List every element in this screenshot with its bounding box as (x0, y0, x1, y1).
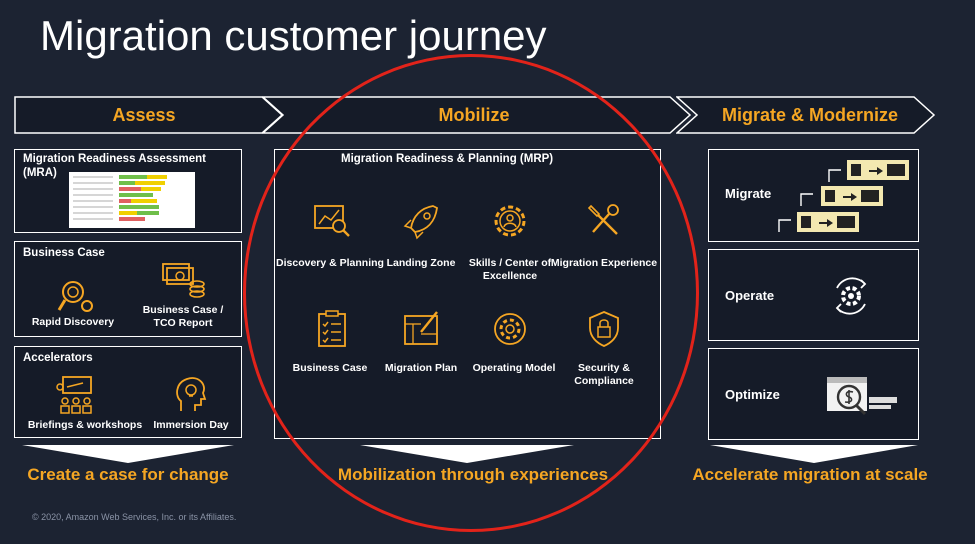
gear-person-icon (494, 205, 526, 237)
rapid-discovery-label: Rapid Discovery (31, 316, 115, 328)
optimize-stage-label: Optimize (725, 387, 780, 402)
migrate-stage-label: Migrate (725, 186, 772, 201)
rocket-icon (403, 205, 438, 240)
page-title: Migration customer journey (40, 12, 547, 59)
operate-stage-label: Operate (725, 288, 775, 303)
phase-mobilize: Mobilize (262, 96, 694, 134)
copyright-notice: © 2020, Amazon Web Services, Inc. or its… (32, 512, 237, 522)
tools-icon (587, 204, 619, 235)
cycle-gear-icon (494, 313, 526, 345)
mrp-item-skills-coe: Skills / Center of Excellence (468, 257, 552, 282)
refresh-gear-icon (835, 277, 867, 315)
optimize-stage-box: Optimize (708, 348, 919, 440)
mrp-item-business-case: Business Case (292, 362, 368, 374)
mrp-item-migration-plan: Migration Plan (384, 362, 458, 374)
phase-assess: Assess (14, 96, 284, 134)
analysis-chart-icon (314, 205, 350, 237)
magnifier-gear-icon (57, 281, 93, 312)
shield-lock-icon (589, 311, 619, 347)
migrate-down-arrow (710, 445, 918, 463)
accelerators-box: Accelerators Briefings & workshops Immer… (14, 346, 242, 438)
cost-optimize-icon (827, 377, 897, 416)
operate-stage-box: Operate (708, 249, 919, 341)
migrate-stage-box: Migrate (708, 149, 919, 242)
mrp-item-discovery-planning: Discovery & Planning (276, 257, 384, 269)
phase-migrate-modernize: Migrate & Modernize (676, 96, 938, 134)
money-coins-icon (162, 263, 205, 298)
business-case-tco-label: Business Case / TCO Report (142, 304, 224, 329)
mrp-title: Migration Readiness & Planning (MRP) (341, 153, 554, 165)
mrp-box: Migration Readiness & Planning (MRP) Dis… (274, 149, 661, 439)
assess-tagline: Create a case for change (27, 465, 229, 484)
mobilize-tagline: Mobilization through experiences (337, 465, 609, 484)
mrp-item-migration-experience: Migration Experience (550, 257, 658, 269)
business-case-title: Business Case (23, 247, 105, 259)
migration-flow-image (777, 156, 913, 236)
accelerators-title: Accelerators (23, 352, 93, 364)
mrp-item-operating-model: Operating Model (472, 362, 556, 374)
blueprint-icon (404, 311, 438, 345)
checklist-icon (318, 310, 346, 347)
mra-box: Migration Readiness Assessment (MRA) (14, 149, 242, 233)
briefings-workshops-label: Briefings & workshops (27, 419, 143, 431)
immersion-day-label: Immersion Day (153, 419, 229, 431)
presentation-audience-icon (56, 376, 92, 414)
mra-title: Migration Readiness Assessment (MRA) (23, 153, 206, 179)
phase-assess-label: Assess (112, 105, 176, 125)
business-case-box: Business Case Rapid Discovery Business C… (14, 241, 242, 337)
mobilize-down-arrow (360, 445, 574, 463)
phase-mobilize-label: Mobilize (438, 105, 510, 125)
mra-scorecard-image (69, 172, 195, 228)
migrate-tagline: Accelerate migration at scale (692, 465, 928, 484)
mrp-item-security-compliance: Security & Compliance (574, 362, 634, 387)
head-lightbulb-icon (176, 377, 207, 411)
assess-down-arrow (22, 445, 234, 463)
mrp-item-landing-zone: Landing Zone (386, 257, 456, 269)
phase-migrate-label: Migrate & Modernize (721, 105, 899, 125)
